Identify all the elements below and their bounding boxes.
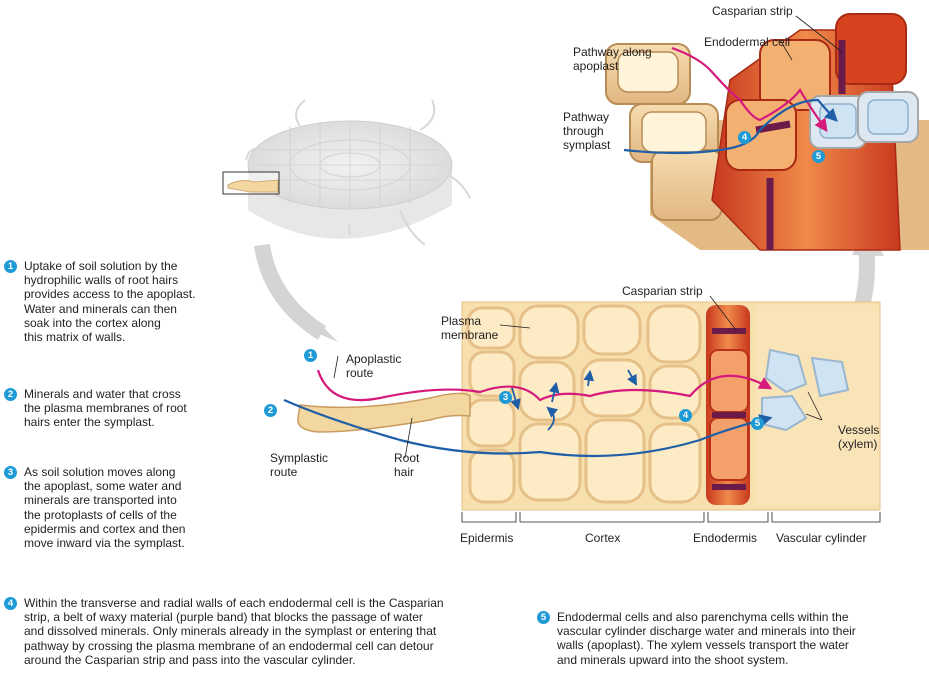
marker-5-middle: 5 <box>751 417 764 430</box>
step-1: 1 Uptake of soil solution by the hydroph… <box>4 259 224 344</box>
label-casparian-strip-top: Casparian strip <box>712 4 793 18</box>
apoplastic-route-line <box>316 369 773 402</box>
marker-2: 2 <box>264 404 277 417</box>
marker-5-top: 5 <box>812 150 825 163</box>
label-apoplastic-route: Apoplastic route <box>346 352 402 381</box>
step-1-number: 1 <box>4 260 17 273</box>
marker-3: 3 <box>499 391 512 404</box>
symplastic-route-line <box>283 398 773 458</box>
label-pathway-through-symplast: Pathway through symplast <box>563 110 611 153</box>
step-1-text: Uptake of soil solution by the hydrophil… <box>24 259 196 345</box>
root-cross-section <box>222 99 471 246</box>
root-hair-shape <box>297 392 471 433</box>
label-vessels-xylem: Vessels (xylem) <box>838 423 880 452</box>
step-3-number: 3 <box>4 466 17 479</box>
step-2-text: Minerals and water that cross the plasma… <box>24 387 187 430</box>
endodermis-3d-block <box>605 13 929 251</box>
step-5-number: 5 <box>537 611 550 624</box>
label-plasma-membrane: Plasma membrane <box>441 314 499 343</box>
step-4-text: Within the transverse and radial walls o… <box>24 596 444 667</box>
label-epidermis: Epidermis <box>460 531 514 545</box>
label-vascular-cylinder: Vascular cylinder <box>776 531 867 545</box>
marker-4-middle: 4 <box>679 409 692 422</box>
step-3-text: As soil solution moves along the apoplas… <box>24 465 186 551</box>
label-root-hair: Root hair <box>394 451 420 480</box>
label-casparian-strip-middle: Casparian strip <box>622 284 703 298</box>
step-5: 5 Endodermal cells and also parenchyma c… <box>537 610 907 667</box>
marker-4-top: 4 <box>738 131 751 144</box>
step-2-number: 2 <box>4 388 17 401</box>
label-cortex: Cortex <box>585 531 621 545</box>
label-pathway-along-apoplast: Pathway along apoplast <box>573 45 652 74</box>
label-endodermal-cell: Endodermal cell <box>704 35 791 49</box>
symplast-pathway-line <box>623 98 838 155</box>
marker-1: 1 <box>304 349 317 362</box>
step-4-number: 4 <box>4 597 17 610</box>
step-3: 3 As soil solution moves along the apopl… <box>4 465 224 550</box>
tissue-block <box>461 301 881 511</box>
label-symplastic-route: Symplastic route <box>270 451 329 480</box>
label-endodermis: Endodermis <box>693 531 758 545</box>
step-4: 4 Within the transverse and radial walls… <box>4 596 524 667</box>
apoplast-pathway-line <box>671 46 828 133</box>
step-5-text: Endodermal cells and also parenchyma cel… <box>557 610 856 667</box>
step-2: 2 Minerals and water that cross the plas… <box>4 387 224 430</box>
